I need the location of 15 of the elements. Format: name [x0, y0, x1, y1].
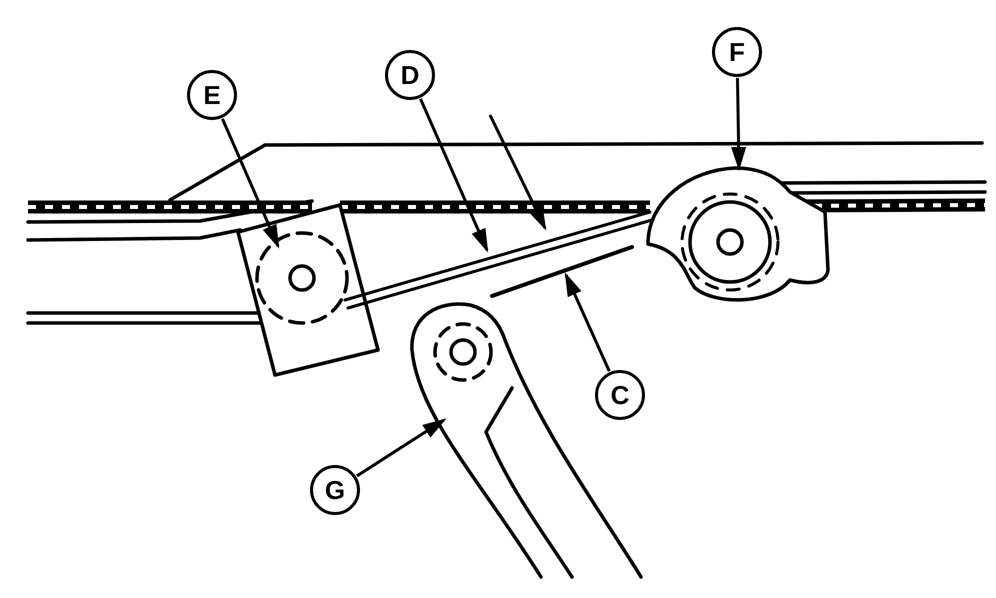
leader-line [564, 272, 611, 372]
chain-strand-drawing [344, 210, 654, 310]
sprocket-drawing [646, 166, 830, 302]
callout-letter: C [595, 370, 645, 420]
callout-letter: E [187, 70, 237, 120]
callout-letter: D [385, 50, 435, 100]
tensioner-arm-drawing [410, 302, 643, 579]
callout-letter: F [712, 27, 762, 77]
leader-line [731, 78, 746, 171]
sprocket-bracket-drawing [236, 203, 380, 377]
leader-line [419, 98, 488, 253]
leader-line [221, 118, 280, 249]
leader-line [356, 418, 447, 478]
callout-letter: G [310, 465, 360, 515]
leader-line [488, 114, 546, 231]
